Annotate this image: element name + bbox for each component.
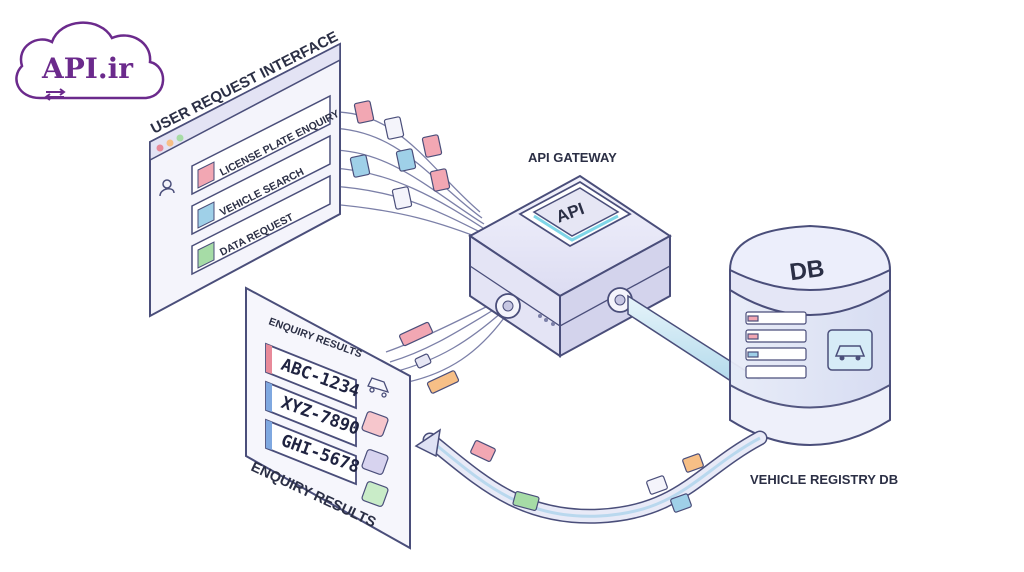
search-icon	[197, 161, 215, 189]
user-icon	[159, 179, 175, 197]
car-icon	[827, 329, 873, 371]
document-icon	[383, 116, 405, 140]
document-icon	[391, 186, 413, 210]
window-close-dot[interactable]	[156, 144, 164, 152]
document-icon	[353, 100, 375, 124]
response-packets	[399, 321, 460, 394]
car-icon	[367, 377, 390, 398]
arrow-head-icon	[414, 428, 442, 458]
cloud-icon	[15, 21, 165, 100]
vehicle-registry-db: DB	[728, 224, 892, 446]
api-ir-logo: API.ir	[15, 21, 165, 101]
user-request-interface: USER REQUEST INTERFACE LICENSE PLATE ENQ…	[148, 28, 341, 318]
db-top-label: DB	[788, 255, 826, 287]
bar-chart-icon	[197, 241, 215, 269]
db-label: VEHICLE REGISTRY DB	[750, 472, 898, 487]
document-icon	[349, 154, 371, 178]
api-chip	[532, 187, 620, 237]
window-minimize-dot[interactable]	[166, 139, 174, 147]
window-maximize-dot[interactable]	[176, 134, 184, 142]
document-icon	[429, 168, 451, 192]
return-pipe	[414, 428, 768, 524]
document-icon	[421, 134, 443, 158]
document-icon	[395, 148, 417, 172]
exchange-arrows-icon	[44, 88, 66, 101]
truck-icon	[361, 481, 389, 507]
logo-text: API.ir	[41, 52, 134, 85]
request-documents	[349, 100, 451, 210]
status-leds	[538, 314, 555, 326]
api-gateway-server: API	[468, 174, 672, 358]
car-icon	[361, 411, 389, 437]
api-gateway-label: API GATEWAY	[528, 150, 617, 165]
search-icon	[197, 201, 215, 229]
enquiry-results-panel: ENQUIRY RESULTS ABC-1234 XYZ-7890 GHI-56…	[245, 286, 411, 550]
truck-icon	[361, 449, 389, 475]
